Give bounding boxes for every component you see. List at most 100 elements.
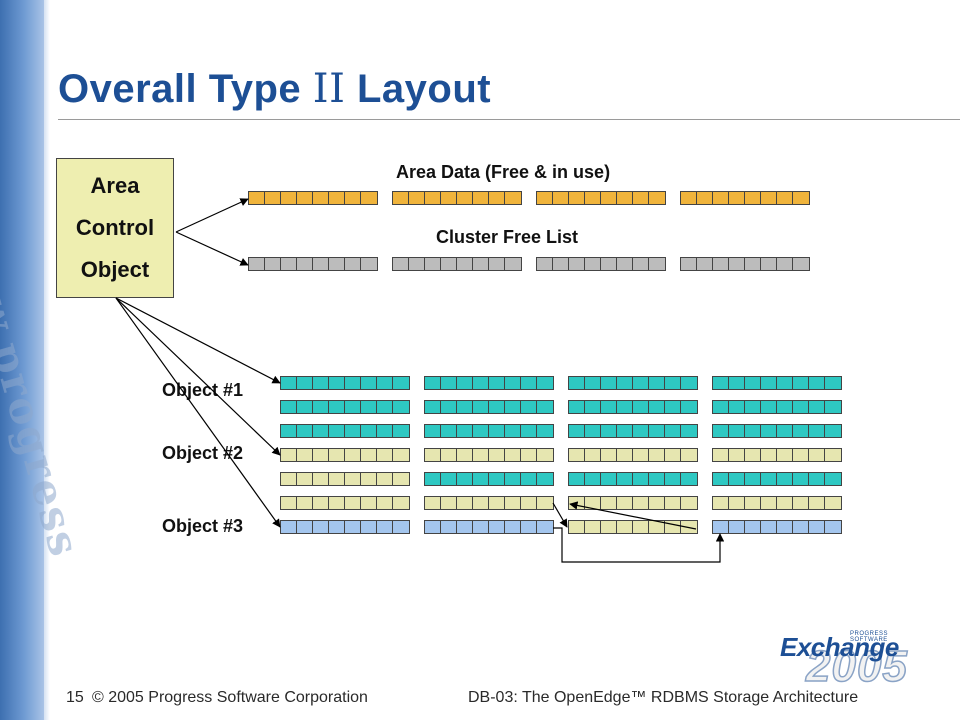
cluster-cell	[761, 497, 777, 509]
cluster-cell	[601, 521, 617, 533]
cluster-cell	[809, 497, 825, 509]
cluster-cell	[361, 449, 377, 461]
cluster-cell	[777, 473, 793, 485]
cluster-cell	[393, 401, 409, 413]
cluster-cell	[617, 377, 633, 389]
cluster-cell	[281, 258, 297, 270]
area-data-cluster	[536, 191, 666, 205]
cluster-cell	[745, 497, 761, 509]
cluster-cell	[425, 258, 441, 270]
cluster-cell	[537, 425, 553, 437]
object-1-cluster	[424, 376, 554, 390]
cluster-cell	[681, 449, 697, 461]
cluster-cell	[761, 192, 777, 204]
cluster-cell	[489, 401, 505, 413]
cluster-cell	[473, 521, 489, 533]
cluster-cell	[825, 449, 841, 461]
cluster-cell	[649, 449, 665, 461]
cluster-cell	[681, 192, 697, 204]
cluster-cell	[633, 521, 649, 533]
cluster-cell	[745, 401, 761, 413]
object-3-cluster	[712, 520, 842, 534]
cluster-cell	[713, 377, 729, 389]
cluster-cell	[505, 425, 521, 437]
free-list-cluster	[536, 257, 666, 271]
cluster-cell	[377, 401, 393, 413]
cluster-cell	[617, 521, 633, 533]
arrow-to-object-3	[115, 297, 281, 528]
cluster-cell	[537, 497, 553, 509]
area-control-object-box: Area Control Object	[56, 158, 174, 298]
cluster-cell	[729, 449, 745, 461]
cluster-cell	[585, 377, 601, 389]
arrow-to-free-list	[175, 231, 249, 266]
cluster-cell	[297, 192, 313, 204]
cluster-cell	[345, 473, 361, 485]
cluster-cell	[345, 258, 361, 270]
cluster-cell	[297, 473, 313, 485]
cluster-cell	[601, 425, 617, 437]
cluster-cell	[345, 449, 361, 461]
cluster-cell	[361, 377, 377, 389]
cluster-cell	[361, 192, 377, 204]
cluster-cell	[729, 473, 745, 485]
cluster-cell	[441, 258, 457, 270]
cluster-cell	[265, 258, 281, 270]
cluster-cell	[681, 377, 697, 389]
cluster-cell	[409, 258, 425, 270]
cluster-cell	[457, 192, 473, 204]
cluster-cell	[713, 258, 729, 270]
cluster-cell	[361, 258, 377, 270]
object-2-cluster	[568, 496, 698, 510]
area-data-cluster	[680, 191, 810, 205]
object-2-cluster	[712, 496, 842, 510]
logo-tagline: PROGRESS SOFTWARE	[850, 631, 889, 643]
cluster-cell	[457, 449, 473, 461]
cluster-cell	[473, 449, 489, 461]
cluster-cell	[409, 192, 425, 204]
cluster-cell	[393, 521, 409, 533]
cluster-cell	[809, 449, 825, 461]
cluster-cell	[489, 449, 505, 461]
object-2-cluster	[280, 496, 410, 510]
cluster-cell	[825, 401, 841, 413]
cluster-cell	[569, 473, 585, 485]
cluster-cell	[649, 258, 665, 270]
cluster-cell	[713, 401, 729, 413]
cluster-cell	[633, 258, 649, 270]
object-1-cluster	[568, 376, 698, 390]
object-1-cluster	[712, 376, 842, 390]
cluster-cell	[329, 521, 345, 533]
cluster-cell	[393, 377, 409, 389]
cluster-cell	[633, 401, 649, 413]
cluster-cell	[345, 521, 361, 533]
exchange-2005-logo: 2005 Exchange PROGRESS SOFTWARE	[772, 628, 922, 692]
cluster-cell	[313, 258, 329, 270]
cluster-cell	[809, 401, 825, 413]
cluster-cell	[521, 377, 537, 389]
cluster-cell	[761, 449, 777, 461]
object-3-cluster	[280, 520, 410, 534]
title-roman-numeral: II	[312, 66, 346, 112]
cluster-cell	[441, 497, 457, 509]
cluster-cell	[761, 425, 777, 437]
cluster-cell	[745, 521, 761, 533]
cluster-cell	[569, 377, 585, 389]
cluster-cell	[633, 449, 649, 461]
cluster-cell	[361, 521, 377, 533]
object-3-label: Object #3	[162, 516, 244, 536]
cluster-cell	[713, 449, 729, 461]
cluster-cell	[393, 473, 409, 485]
cluster-cell	[297, 521, 313, 533]
footer-session-title: DB-03: The OpenEdge™ RDBMS Storage Archi…	[468, 689, 859, 706]
cluster-cell	[729, 192, 745, 204]
cluster-cell	[681, 497, 697, 509]
cluster-cell	[425, 449, 441, 461]
cluster-cell	[473, 258, 489, 270]
object-1-cluster	[424, 472, 554, 486]
cluster-cell	[393, 258, 409, 270]
cluster-cell	[569, 449, 585, 461]
cluster-cell	[537, 449, 553, 461]
cluster-cell	[521, 425, 537, 437]
